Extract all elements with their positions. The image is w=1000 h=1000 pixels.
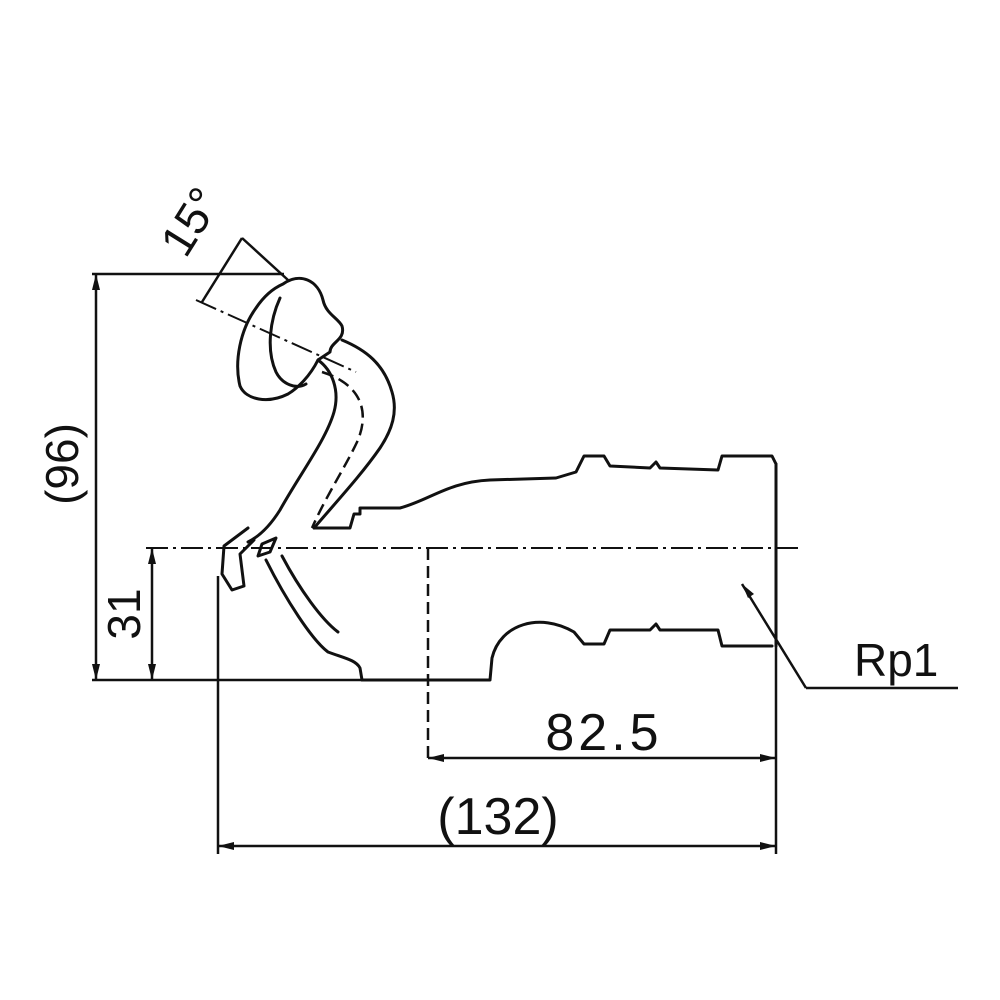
spout-head (236, 277, 345, 402)
neck-outer-wall (312, 338, 396, 530)
neck-bore-line (310, 370, 365, 529)
body-top-profile (312, 454, 778, 530)
extension-lines (92, 272, 778, 854)
part-outline (220, 277, 778, 682)
tip-lower (256, 536, 278, 558)
tip-upper (220, 526, 256, 592)
dim-thread-length: 82.5 (545, 704, 662, 762)
dim-height-center: 31 (98, 588, 150, 639)
dim-angle: 15° (150, 178, 231, 265)
spout-head-inner (268, 296, 308, 388)
dim-height-overall: (96) (36, 423, 88, 505)
body-bottom-profile (360, 620, 774, 682)
lower-wall (264, 558, 364, 682)
neck-inner-wall (246, 358, 338, 544)
spout-centerline (195, 299, 357, 373)
dim-overall-length: (132) (437, 788, 558, 846)
lower-wall-inner (280, 554, 340, 634)
dimension-lines (92, 237, 958, 850)
thread-callout: Rp1 (854, 634, 938, 686)
